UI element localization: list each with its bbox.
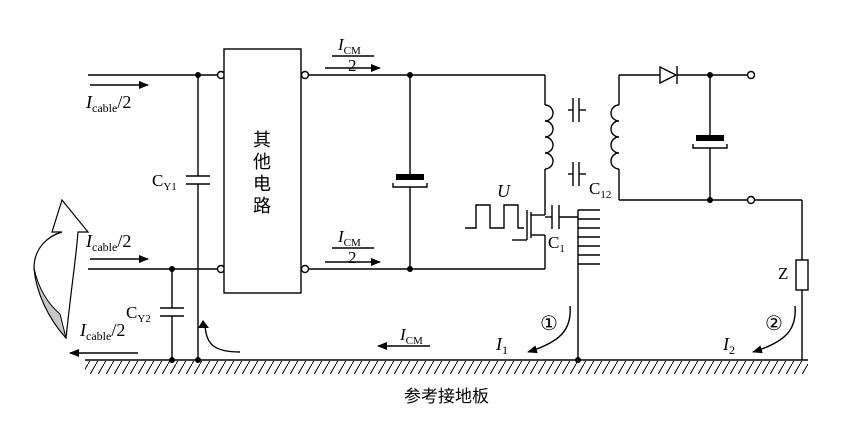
loop-arrow-icon xyxy=(33,198,90,340)
dc-bus xyxy=(300,70,545,274)
icm-ground-label: ICM xyxy=(399,325,423,347)
ground-plane-label: 参考接地板 xyxy=(404,387,489,407)
other-circuits-block xyxy=(223,48,302,294)
block-char-4: 路 xyxy=(253,196,271,217)
block-char-3: 电 xyxy=(253,174,271,195)
cy1-label: CY1 xyxy=(152,171,177,193)
c12-label: C12 xyxy=(589,179,611,201)
z-label: Z xyxy=(778,264,788,283)
coupling-caps xyxy=(568,98,586,186)
block-char-2: 他 xyxy=(253,152,271,173)
leakage-current-arrows xyxy=(198,305,796,354)
i2-label: I2 xyxy=(722,334,735,357)
icm-mid-denominator: 2 xyxy=(348,248,357,267)
input-wires xyxy=(88,70,226,363)
block-char-1: 其 xyxy=(253,130,271,151)
c1-heatsink xyxy=(545,205,600,363)
icable-label-top: Icable/2 xyxy=(85,92,131,115)
cy2-label: CY2 xyxy=(126,303,151,325)
i1-label: I1 xyxy=(495,334,508,357)
icm-mid-numerator: ICM xyxy=(337,227,361,249)
icm-top-numerator: ICM xyxy=(337,35,361,57)
loop-marker-1: ① xyxy=(540,313,558,335)
icable-arrows xyxy=(69,81,149,357)
primary-winding xyxy=(465,75,554,269)
icm-top-denominator: 2 xyxy=(348,56,357,75)
icable-label-bottom: Icable/2 xyxy=(79,320,125,343)
ground-plane xyxy=(85,359,808,374)
icable-label-mid: Icable/2 xyxy=(85,231,131,254)
loop-marker-2: ② xyxy=(765,313,783,335)
c1-label: C1 xyxy=(548,233,565,255)
secondary-winding xyxy=(610,65,809,360)
labels: Icable/2 Icable/2 Icable/2 ICM 2 ICM 2 I… xyxy=(79,35,788,407)
u-label: U xyxy=(497,181,511,201)
icm-arrows xyxy=(325,55,430,350)
